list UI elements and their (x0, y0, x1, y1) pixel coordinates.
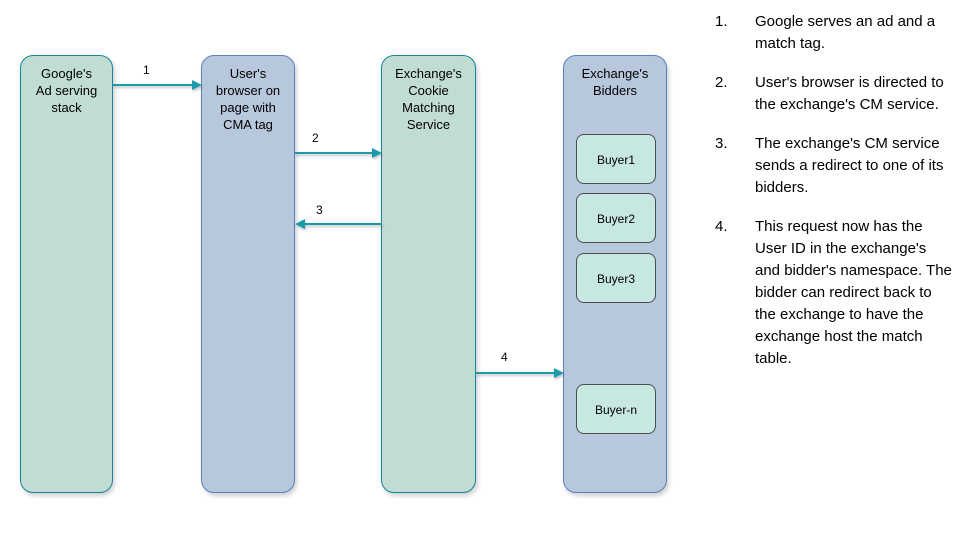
step-text-1: Google serves an ad and a match tag. (755, 13, 936, 52)
arrow-2-shaft (295, 152, 373, 154)
step-number-4: 4. (715, 218, 728, 235)
buyer-box-3: Buyer3 (576, 253, 656, 303)
lane-bidders-label: Exchange's Bidders (581, 66, 649, 98)
arrow-2-browser-to-cms (295, 148, 382, 158)
arrow-1-google-to-browser (113, 80, 202, 90)
buyer-box-n: Buyer-n (576, 384, 656, 434)
steps-list: 1. Google serves an ad and a match tag. … (706, 11, 954, 370)
step-text-4: This request now has the User ID in the … (755, 218, 952, 367)
step-text-3: The exchange's CM service sends a redire… (755, 135, 944, 196)
lane-user-browser: User's browser on page with CMA tag (201, 55, 295, 493)
arrow-2-head-icon (372, 148, 382, 158)
step-number-1: 1. (715, 13, 728, 30)
lane-browser-label: User's browser on page with CMA tag (215, 66, 281, 132)
arrow-1-shaft (113, 84, 193, 86)
lane-exchange-cookie-matching-service: Exchange's Cookie Matching Service (381, 55, 476, 493)
step-number-2: 2. (715, 74, 728, 91)
buyer-box-1: Buyer1 (576, 134, 656, 184)
arrow-3-cms-to-browser (295, 219, 382, 229)
arrow-1-label: 1 (143, 63, 150, 77)
lane-exchange-bidders: Exchange's Bidders Buyer1 Buyer2 Buyer3 … (563, 55, 667, 493)
step-item-1: 1. Google serves an ad and a match tag. (706, 11, 954, 55)
arrow-1-head-icon (192, 80, 202, 90)
step-item-3: 3. The exchange's CM service sends a red… (706, 133, 954, 199)
arrow-4-head-icon (554, 368, 564, 378)
lane-cms-label: Exchange's Cookie Matching Service (395, 66, 462, 132)
arrow-4-label: 4 (501, 350, 508, 364)
arrow-3-shaft (304, 223, 382, 225)
arrow-3-label: 3 (316, 203, 323, 217)
arrow-4-shaft (476, 372, 555, 374)
step-item-2: 2. User's browser is directed to the exc… (706, 72, 954, 116)
arrow-3-head-icon (295, 219, 305, 229)
buyer-box-2: Buyer2 (576, 193, 656, 243)
arrow-2-label: 2 (312, 131, 319, 145)
arrow-4-cms-to-bidders (476, 368, 564, 378)
step-item-4: 4. This request now has the User ID in t… (706, 216, 954, 370)
lane-google-label: Google's Ad serving stack (35, 66, 98, 115)
step-number-3: 3. (715, 135, 728, 152)
step-text-2: User's browser is directed to the exchan… (755, 74, 944, 113)
lane-google-ad-serving-stack: Google's Ad serving stack (20, 55, 113, 493)
